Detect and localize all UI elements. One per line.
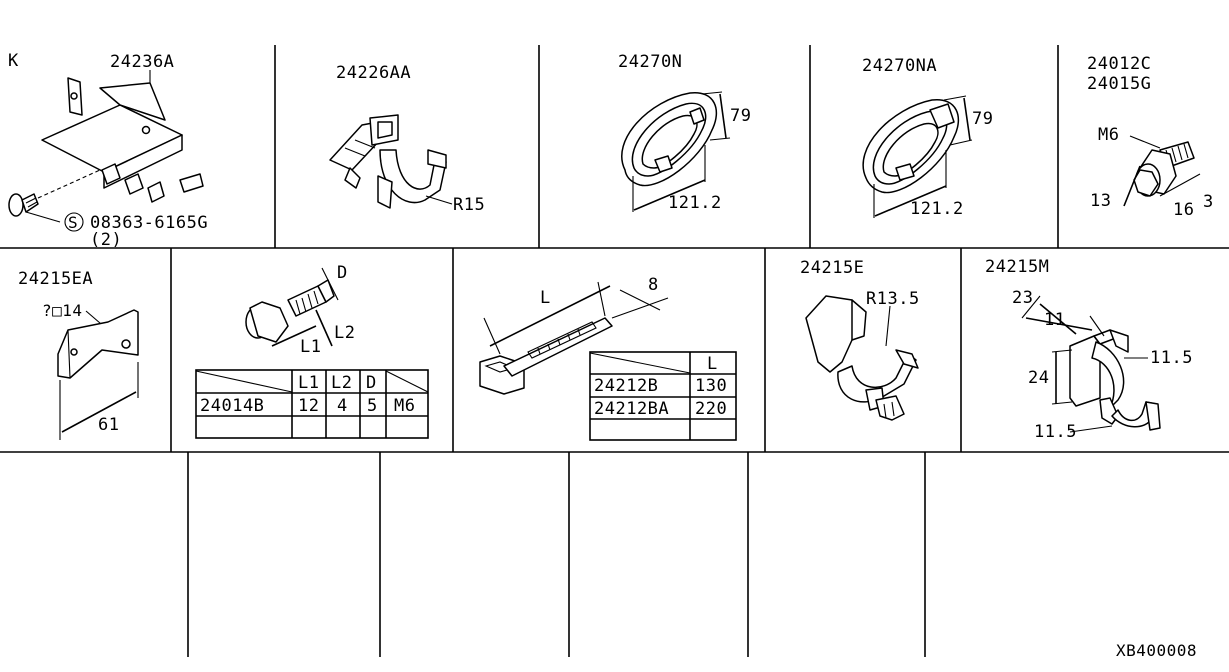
stud-table: L1 L2 D 24014B 12 4 5 M6 — [195, 369, 429, 439]
grommet-na-width: 121.2 — [910, 199, 964, 219]
stud-table-cell-part: 24014B — [200, 396, 264, 416]
cell-clip-m: 24215M 23 11 24 11.5 11.5 — [985, 257, 1193, 442]
cell-bracket: K 24236A S 08363-6165G (2) — [8, 51, 208, 250]
cell-clip-r15: 24226AA R15 — [329, 63, 485, 215]
band-dim-w: 8 — [648, 275, 659, 295]
part-number-plate: 24215EA — [18, 269, 93, 289]
screw-symbol-circle — [64, 212, 84, 232]
cell-bolt: 24012C 24015G M6 13 16 3 — [1087, 54, 1214, 220]
band-table-cell-length-1: 130 — [695, 376, 727, 396]
bolt-head-size: 13 — [1090, 191, 1111, 211]
part-number-bracket: 24236A — [110, 52, 174, 72]
clip-m-height: 24 — [1028, 368, 1049, 388]
bolt-length: 16 — [1173, 200, 1194, 220]
cell-stud: D L2 L1 L1 L2 D 24014B 12 4 5 M6 — [195, 263, 429, 439]
clip-m-dia-bottom: 11.5 — [1034, 422, 1077, 442]
clip-m-width: 23 — [1012, 288, 1033, 308]
stud-table-cell-l1: 12 — [298, 396, 319, 416]
clip-m-drawing — [1069, 329, 1161, 431]
cell-grommet-n: 24270N 79 121.2 — [618, 52, 751, 213]
cell-band: L 8 L 24212B 130 24212BA 220 — [479, 275, 737, 441]
stud-drawing — [245, 279, 335, 343]
clip-m-dia-top: 11.5 — [1150, 348, 1193, 368]
band-table: L 24212B 130 24212BA 220 — [589, 351, 737, 441]
screw-quantity: (2) — [90, 230, 122, 250]
stud-table-cell-d: 5 — [367, 396, 378, 416]
corner-mark: K — [8, 51, 19, 71]
radius-r135: R13.5 — [866, 289, 920, 309]
stud-dim-l1: L1 — [300, 337, 321, 357]
grommet-n-drawing — [621, 92, 718, 187]
radius-r15: R15 — [453, 195, 485, 215]
cell-clip-r135: 24215E R13.5 — [800, 258, 920, 421]
plate-length: 61 — [98, 415, 119, 435]
bolt-drawing — [1133, 141, 1195, 197]
stud-dim-d: D — [337, 263, 348, 283]
part-number-clip-r15: 24226AA — [336, 63, 411, 83]
cell-grommet-na: 24270NA 79 121.2 — [862, 56, 993, 219]
clip-r135-drawing — [805, 295, 919, 421]
plate-drawing — [57, 309, 139, 379]
screw-number: 08363-6165G — [90, 213, 208, 233]
part-number-grommet-na: 24270NA — [862, 56, 937, 76]
stud-table-cell-l2: 4 — [337, 396, 348, 416]
stud-table-header-l1: L1 — [298, 373, 319, 393]
band-drawing — [479, 317, 613, 395]
part-number-bolt-2: 24015G — [1087, 74, 1151, 94]
grid-lines — [0, 45, 1229, 657]
cell-plate: 24215EA ?□14 61 — [18, 269, 139, 440]
stud-table-header-l2: L2 — [331, 373, 352, 393]
stud-dim-l2: L2 — [334, 323, 355, 343]
grommet-n-height: 79 — [730, 106, 751, 126]
screw-drawing — [8, 169, 101, 223]
band-table-header-l: L — [707, 354, 718, 374]
part-number-clip-m: 24215M — [985, 257, 1049, 277]
bolt-shoulder: 3 — [1203, 192, 1214, 212]
stud-table-header-d: D — [366, 373, 377, 393]
plate-hole-size: ?□14 — [42, 301, 83, 320]
clip-m-inner: 11 — [1044, 310, 1065, 330]
part-number-clip-r135: 24215E — [800, 258, 864, 278]
stud-table-cell-thread: M6 — [394, 396, 415, 416]
band-table-cell-part-1: 24212B — [594, 376, 658, 396]
bolt-thread: M6 — [1098, 125, 1119, 145]
part-number-bolt-1: 24012C — [1087, 54, 1151, 74]
drawing-code: XB400008 — [1116, 641, 1197, 660]
screw-symbol: S — [68, 213, 78, 232]
bracket-drawing — [41, 77, 204, 203]
grommet-n-width: 121.2 — [668, 193, 722, 213]
part-number-grommet-n: 24270N — [618, 52, 682, 72]
grommet-na-height: 79 — [972, 109, 993, 129]
clip-r15-drawing — [329, 114, 447, 209]
band-dim-l: L — [540, 288, 551, 308]
grommet-na-drawing — [862, 99, 960, 194]
band-table-cell-length-2: 220 — [695, 399, 727, 419]
band-table-cell-part-2: 24212BA — [594, 399, 669, 419]
